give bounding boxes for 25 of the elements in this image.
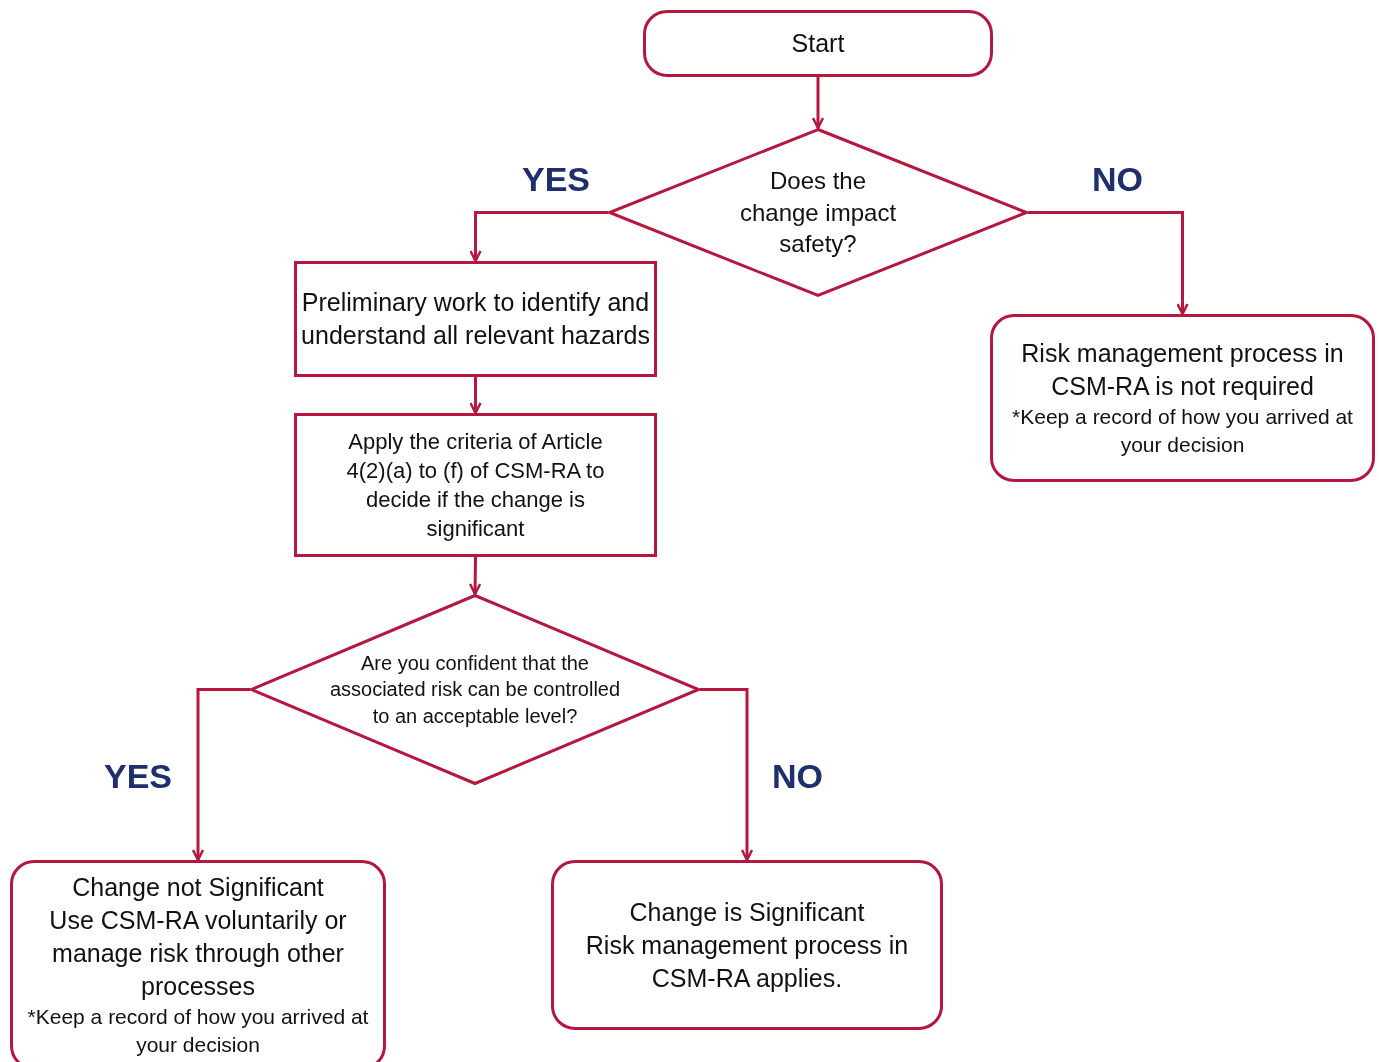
node-text: Preliminary work to identify and understand all relevant hazards <box>300 287 651 351</box>
node-text: Apply the criteria of Article 4(2)(a) to (f) of CSM-RA to decide if the change is significant <box>345 427 606 544</box>
arrow <box>811 77 825 130</box>
note-text: Use CSM-RA voluntarily or manage risk through other processes <box>48 905 348 1003</box>
node-text: Start <box>791 28 845 59</box>
arrow <box>469 377 482 415</box>
node-text: Are you confident that the associated risk can be controlled to an acceptable level? <box>328 650 622 729</box>
node-text: Does the change impact safety? <box>738 165 898 260</box>
node-text: Change is Significant <box>629 896 865 928</box>
terminal-box <box>643 10 993 77</box>
terminal-box <box>551 860 943 1030</box>
arrow <box>468 556 482 596</box>
terminal-box <box>10 860 386 1062</box>
arrow <box>700 688 754 862</box>
arrow <box>1028 211 1189 316</box>
note-text: *Keep a record of how you arrived at your decision <box>1011 404 1354 458</box>
arrow <box>191 688 250 862</box>
terminal-box <box>990 314 1375 482</box>
process-box <box>294 413 657 557</box>
note-text: Risk management process in CSM-RA applies. <box>584 929 910 994</box>
process-box <box>294 261 657 377</box>
node-text: Risk management process in CSM-RA is not required <box>1020 338 1345 403</box>
arrow <box>469 211 608 263</box>
note-text: *Keep a record of how you arrived at your decision <box>26 1004 370 1058</box>
node-text: Change not Significant <box>72 872 324 904</box>
